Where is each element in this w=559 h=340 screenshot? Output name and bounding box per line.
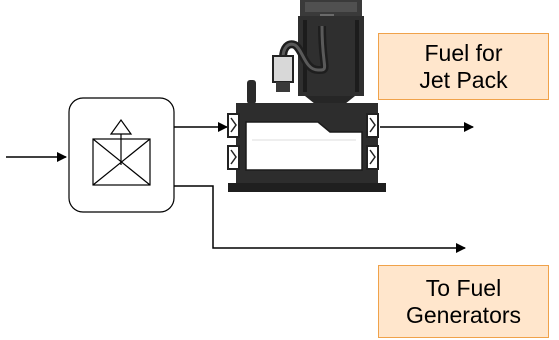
fuel-jetpack-label: Fuel for Jet Pack [378, 33, 549, 100]
fuel-generators-line1: To Fuel [425, 274, 502, 301]
fuel-generators-label: To Fuel Generators [378, 265, 549, 338]
fuel-generators-line2: Generators [405, 301, 522, 328]
refinery-machine-icon[interactable] [227, 0, 386, 192]
splitter-to-generators-arrow [174, 185, 466, 253]
fuel-jetpack-line1: Fuel for [424, 39, 503, 66]
splitter-node[interactable] [68, 97, 175, 213]
smart-splitter-icon [92, 118, 151, 186]
fuel-jetpack-line2: Jet Pack [419, 66, 508, 93]
